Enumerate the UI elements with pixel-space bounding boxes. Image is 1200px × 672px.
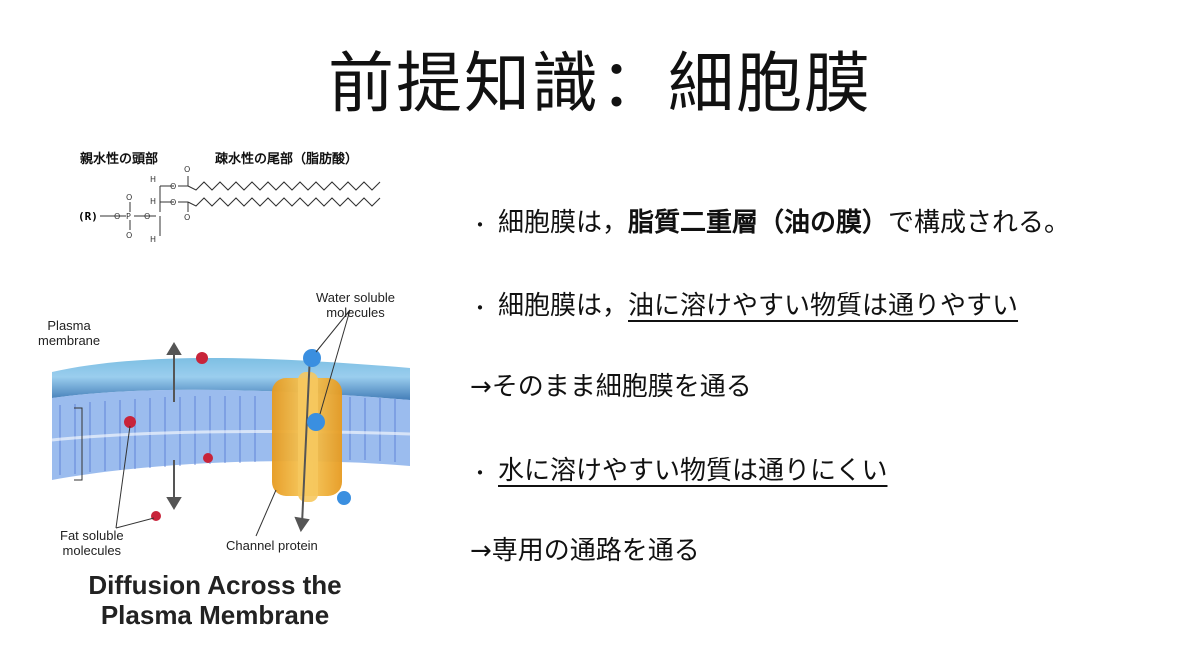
fat-soluble-label: Fat soluble molecules [60, 528, 124, 558]
bullet-dot: ・ [470, 296, 490, 320]
svg-text:O: O [170, 182, 176, 191]
fat-molecule [203, 453, 213, 463]
phosphate-backbone [100, 176, 189, 236]
bullet-dot: ・ [470, 213, 490, 237]
leader-lines [74, 309, 351, 537]
bullet-item-2: ・細胞膜は，油に溶けやすい物質は通りやすい [470, 291, 1019, 321]
hydrophobic-tail-label: 疎水性の尾部（脂肪酸） [215, 152, 359, 167]
water-molecule [337, 491, 351, 505]
water-molecule [303, 349, 321, 367]
fat-molecule [196, 352, 208, 364]
diagram-caption: Diffusion Across the Plasma Membrane [88, 570, 342, 630]
arrow-line-2: →専用の通路を通る [470, 536, 700, 566]
svg-text:H: H [150, 175, 156, 184]
phospholipid-formula-svg: (R) P O O O O H H H O O O O [78, 165, 381, 244]
svg-text:H: H [150, 197, 156, 206]
fatty-acid-chain-1 [187, 181, 381, 191]
bullet-item-3: ・水に溶けやすい物質は通りにくい [470, 456, 888, 486]
svg-text:H: H [150, 235, 156, 244]
svg-text:O: O [184, 165, 190, 174]
bullet-dot: ・ [470, 461, 490, 485]
plasma-membrane-diagram: Plasma membrane Water soluble molecules … [30, 280, 440, 640]
membrane-midline [51, 430, 411, 442]
r-group-label: (R) [78, 210, 98, 223]
svg-text:O: O [144, 212, 150, 221]
svg-text:O: O [114, 212, 120, 221]
membrane-illustration [51, 309, 411, 537]
fatty-acid-chain-2 [187, 197, 381, 207]
atom-letters: P O O O O H H H O O O O [114, 165, 190, 244]
arrow-line-1: →そのまま細胞膜を通る [470, 372, 752, 402]
svg-text:P: P [126, 212, 131, 221]
hydrophilic-head-label: 親水性の頭部 [80, 152, 159, 167]
slide-title: 前提知識：細胞膜 [328, 45, 872, 122]
diffusion-arrows [166, 342, 311, 533]
water-molecule [307, 413, 325, 431]
svg-text:O: O [184, 213, 190, 222]
channel-protein-label: Channel protein [226, 538, 318, 553]
bullet-item-1: ・細胞膜は，脂質二重層（油の膜）で構成される。 [470, 208, 1071, 238]
fat-molecule [124, 416, 136, 428]
svg-text:O: O [170, 198, 176, 207]
water-soluble-label: Water soluble molecules [316, 290, 395, 320]
plasma-membrane-label: Plasma membrane [38, 318, 101, 348]
fat-molecule [151, 511, 161, 521]
phospholipid-structure: 親水性の頭部 疎水性の尾部（脂肪酸） (R) P O O O O H H H [70, 142, 400, 252]
svg-text:O: O [126, 231, 132, 240]
svg-text:O: O [126, 193, 132, 202]
